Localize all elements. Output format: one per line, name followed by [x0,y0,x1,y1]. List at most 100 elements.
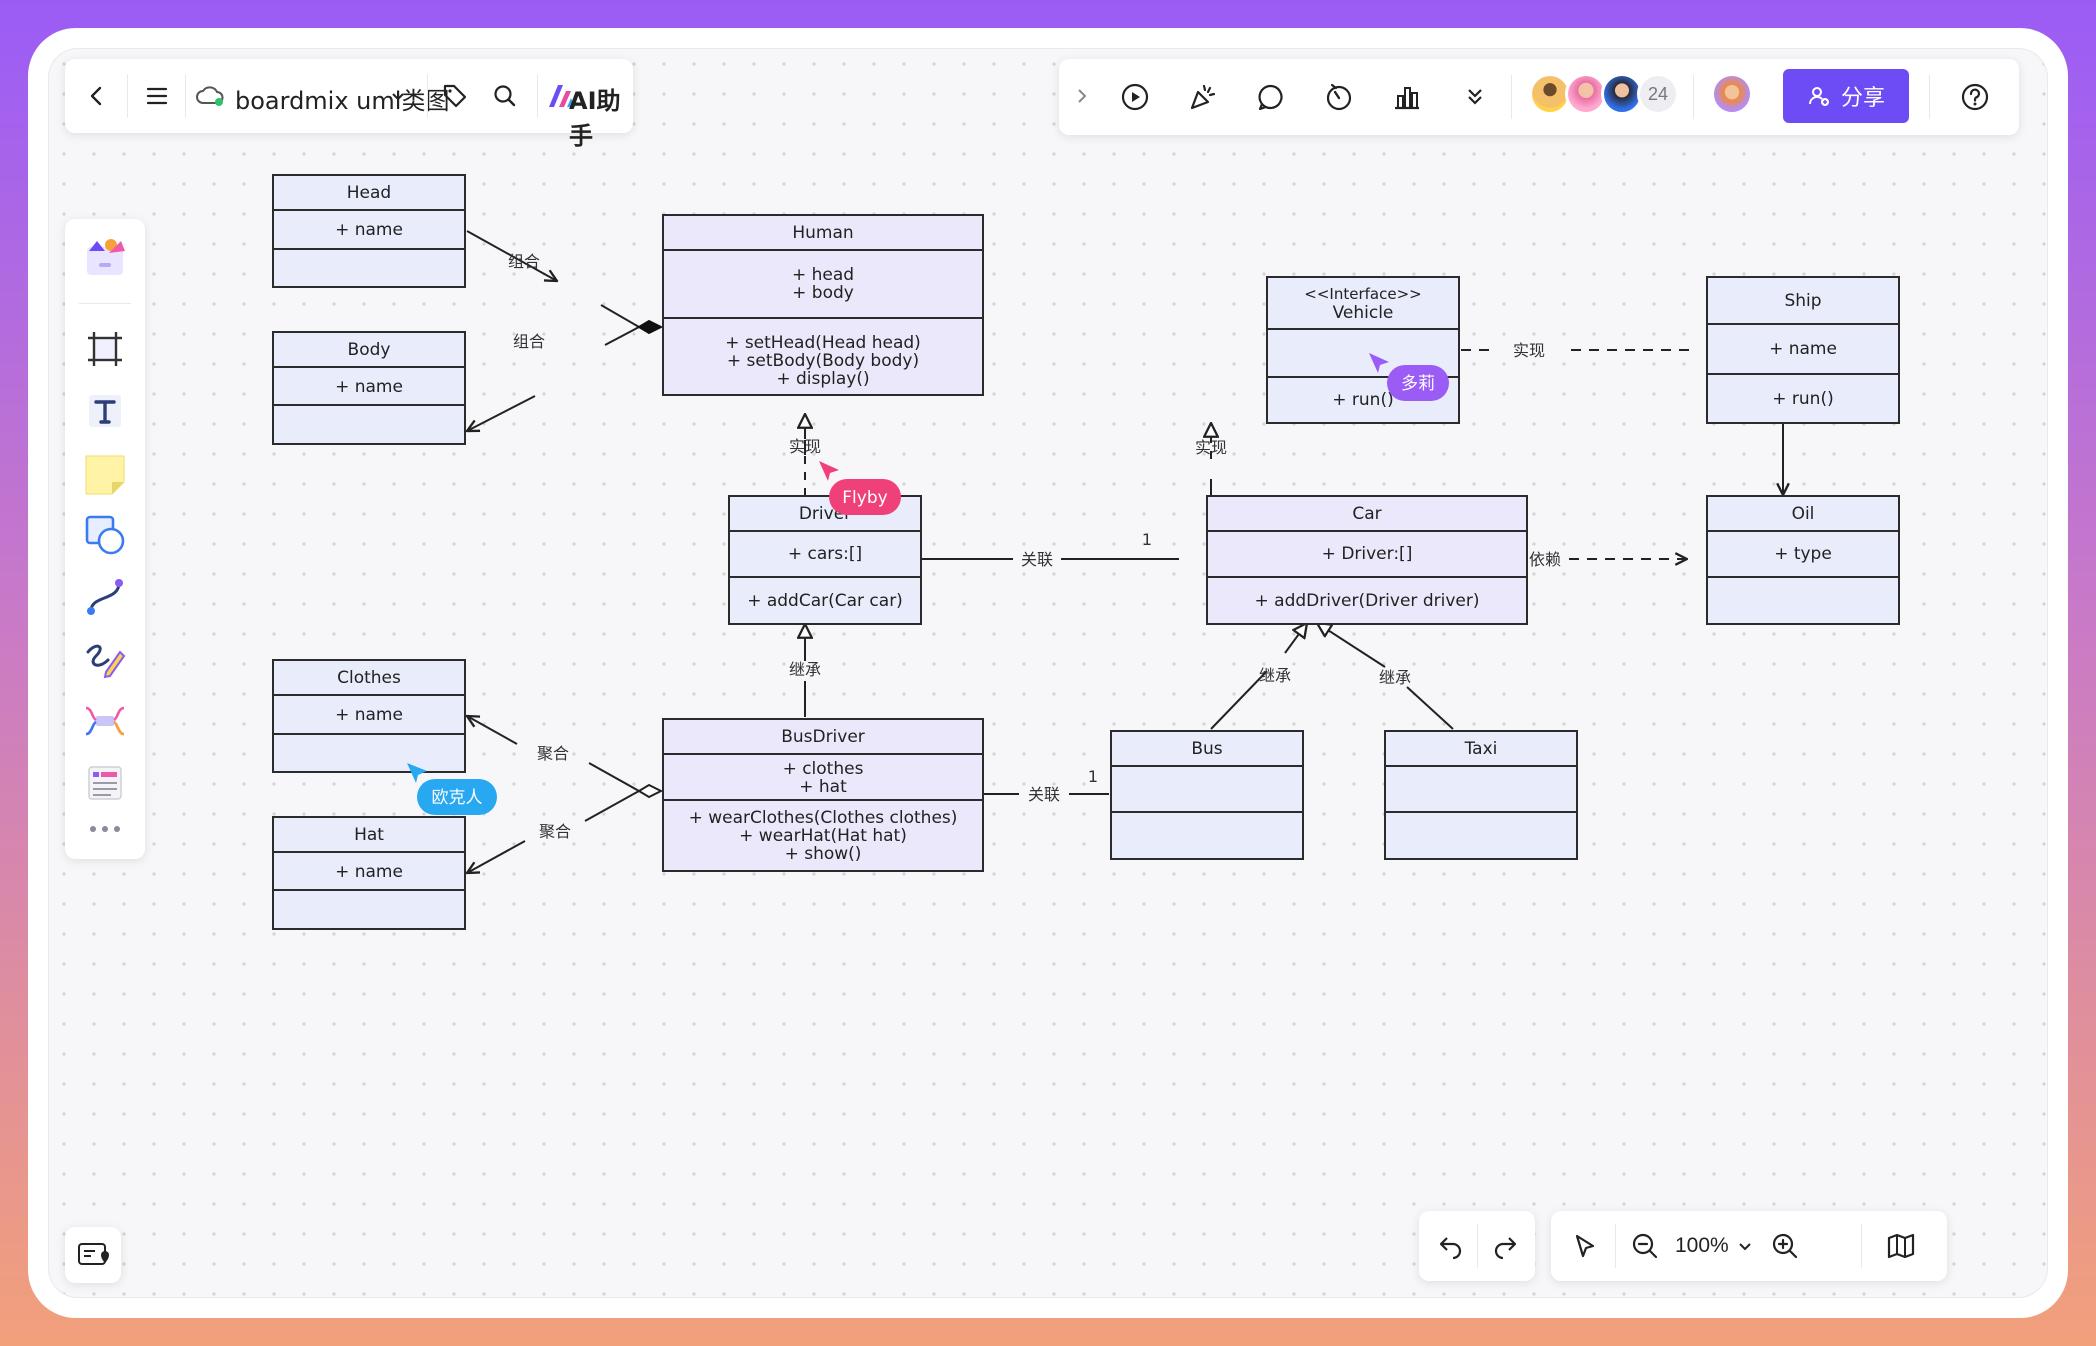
frame-tool[interactable] [75,319,135,379]
label-driver-car: 关联 [1021,550,1053,569]
class-driver[interactable]: Driver + cars:[] + addCar(Car car) [728,495,922,625]
search-icon[interactable] [485,76,525,116]
class-hat[interactable]: Hat + name [272,816,466,930]
svg-text:Oil: Oil [1792,504,1815,524]
chevron-right-icon[interactable] [1067,81,1097,111]
svg-text:+ wearClothes(Clothes clothes): + wearClothes(Clothes clothes) [689,808,958,828]
chevron-down-icon[interactable] [383,81,413,111]
label-busdriver-bus: 关联 [1028,785,1060,804]
timer-icon[interactable] [1319,77,1359,117]
connector-tool[interactable] [75,567,135,627]
play-icon[interactable] [1115,77,1155,117]
zoom-dropdown-icon[interactable] [1735,1236,1755,1256]
svg-text:Head: Head [347,183,391,203]
label-driver-human: 实现 [789,437,821,456]
class-body[interactable]: Body + name [272,331,466,445]
ai-logo-icon[interactable] [545,79,579,113]
svg-text:Hat: Hat [354,825,384,845]
class-oil[interactable]: Oil + type [1706,495,1900,625]
label-taxi-car: 继承 [1379,668,1411,687]
svg-text:+ hat: + hat [799,777,847,797]
app-frame: 组合 组合 实现 实现 实现 关联 1 1 依赖 继承 继承 继承 聚合 聚合 … [28,28,2068,1318]
more-chevrons-icon[interactable] [1455,77,1495,117]
class-busdriver[interactable]: BusDriver + clothes + hat + wearClothes(… [662,718,984,872]
class-head[interactable]: Head + name [272,174,466,288]
label-body-human: 组合 [513,332,545,351]
svg-text:+ setBody(Body body): + setBody(Body body) [727,351,919,371]
mindmap-tool[interactable] [75,691,135,751]
svg-text:+ body: + body [792,283,854,303]
svg-text:+ name: + name [1769,339,1837,359]
zoom-level[interactable]: 100% [1675,1234,1729,1257]
label-hat-busdriver: 聚合 [539,822,571,841]
svg-text:+ addDriver(Driver driver): + addDriver(Driver driver) [1255,591,1480,611]
svg-text:+ name: + name [335,862,403,882]
class-ship[interactable]: Ship + name + run() [1706,276,1900,424]
svg-text:Car: Car [1352,504,1381,524]
help-icon[interactable] [1955,77,1995,117]
comment-icon[interactable] [1251,77,1291,117]
class-vehicle[interactable]: <<Interface>> Vehicle + run() [1266,276,1460,424]
cloud-synced-icon [193,79,227,113]
pen-tool[interactable] [75,629,135,689]
share-button[interactable]: 分享 [1783,69,1909,123]
avatar-collaborator-2[interactable] [1565,73,1607,115]
tag-icon[interactable] [435,76,475,116]
zoom-in-icon[interactable] [1765,1226,1805,1266]
svg-text:Taxi: Taxi [1464,739,1498,759]
cursor-duoli: 多莉 [1369,353,1449,401]
menu-icon[interactable] [137,76,177,116]
head-human-line [466,230,557,281]
undo-icon[interactable] [1431,1226,1471,1266]
templates-tool[interactable] [75,227,135,287]
label-head-human: 组合 [508,252,540,271]
more-tools-icon[interactable] [75,809,135,849]
svg-text:Clothes: Clothes [337,668,401,688]
label-car-oil: 依赖 [1529,550,1561,569]
vote-icon[interactable] [1387,77,1427,117]
class-bus[interactable]: Bus [1110,730,1304,860]
svg-text:+ clothes: + clothes [783,759,864,779]
history-controls [1419,1211,1535,1281]
svg-text:<<Interface>>: <<Interface>> [1304,285,1421,303]
minimap-button[interactable] [65,1227,121,1283]
svg-text:Human: Human [792,223,853,243]
svg-text:+ setHead(Head head): + setHead(Head head) [725,333,921,353]
ai-assistant-label[interactable]: AI助手 [569,87,621,150]
uml-diagram: 组合 组合 实现 实现 实现 关联 1 1 依赖 继承 继承 继承 聚合 聚合 … [272,174,1900,930]
svg-text:+ run(): + run() [1332,390,1393,410]
label-busdriver-driver: 继承 [789,660,821,679]
map-icon[interactable] [1881,1226,1921,1266]
svg-text:+ name: + name [335,220,403,240]
svg-text:Flyby: Flyby [842,488,887,508]
table-tool[interactable] [75,753,135,813]
svg-text:+ display(): + display() [776,369,869,389]
redo-icon[interactable] [1485,1226,1525,1266]
add-user-icon [1807,84,1831,108]
label-clothes-busdriver: 聚合 [537,744,569,763]
svg-text:Vehicle: Vehicle [1333,303,1394,323]
board-title[interactable]: boardmix uml类图 [235,87,450,115]
svg-text:BusDriver: BusDriver [781,727,865,747]
class-car[interactable]: Car + Driver:[] + addDriver(Driver drive… [1206,495,1528,625]
shape-tool[interactable] [75,505,135,565]
sticky-note-tool[interactable] [75,443,135,503]
svg-text:+ wearHat(Hat hat): + wearHat(Hat hat) [739,826,907,846]
avatar-current-user[interactable] [1711,73,1753,115]
map-pin-card-icon [77,1241,109,1269]
collaborator-count-badge[interactable]: 24 [1637,73,1679,115]
svg-text:+ name: + name [335,377,403,397]
zoom-out-icon[interactable] [1625,1226,1665,1266]
cursor-oukeren: 欧克人 [407,763,497,815]
text-tool[interactable] [75,381,135,441]
celebrate-icon[interactable] [1183,77,1223,117]
back-arrow-icon[interactable] [77,76,117,116]
class-clothes[interactable]: Clothes + name [272,659,466,773]
class-human[interactable]: Human + head + body + setHead(Head head)… [662,214,984,396]
select-pointer-icon[interactable] [1565,1226,1605,1266]
collaborator-count: 24 [1647,83,1669,104]
class-taxi[interactable]: Taxi [1384,730,1578,860]
label-car-vehicle: 实现 [1195,438,1227,457]
svg-text:+ run(): + run() [1772,389,1833,409]
whiteboard-canvas[interactable]: 组合 组合 实现 实现 实现 关联 1 1 依赖 继承 继承 继承 聚合 聚合 … [48,48,2048,1298]
